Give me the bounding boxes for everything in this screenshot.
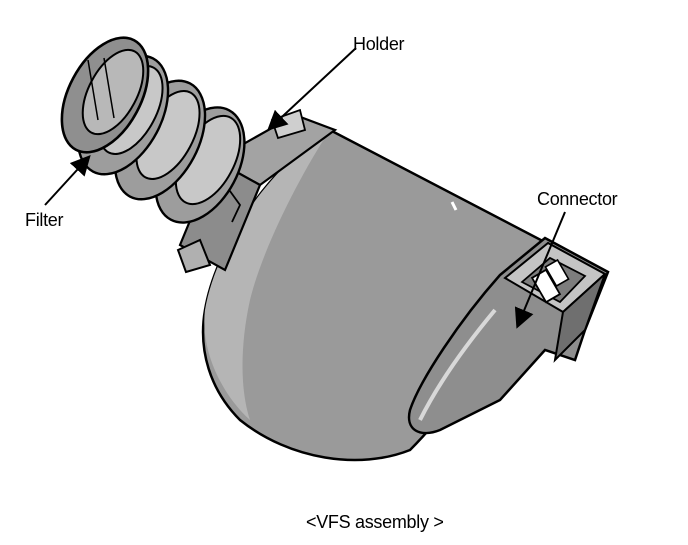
leader-arrows: [44, 47, 566, 329]
connector-label: Connector: [537, 189, 618, 209]
diagram-caption: <VFS assembly >: [306, 512, 444, 532]
filter: [60, 36, 150, 154]
filter-label: Filter: [25, 210, 64, 230]
holder-label: Holder: [353, 34, 405, 54]
connector-arrow: [514, 211, 566, 329]
filter-arrow: [44, 155, 91, 206]
holder-arrow: [267, 47, 357, 131]
connector-housing: [407, 236, 610, 435]
